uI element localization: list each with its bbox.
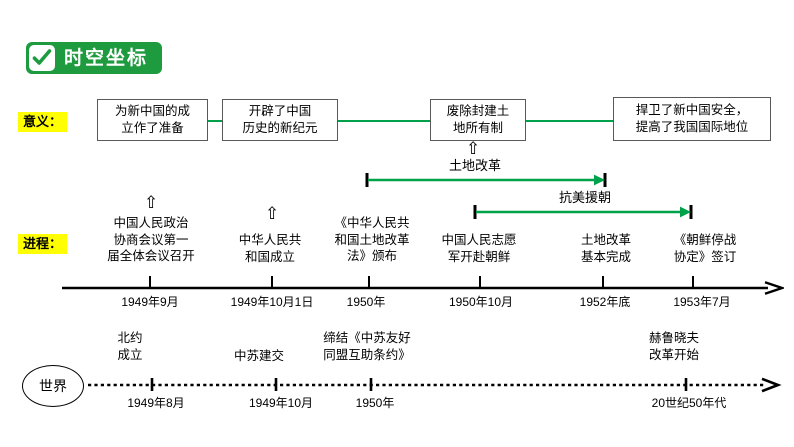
world-timeline-axis [88,375,788,395]
up-arrow-icon-prc-founding: ⇧ [265,204,280,224]
span-arrow-korean-war [470,202,702,222]
main-date-label-3: 1950年 [346,295,386,309]
world-event-caption-2: 中苏建交 [233,349,284,363]
span-label-korean-war: 抗美援朝 [558,190,611,205]
up-arrow-icon-land-reform: ⇧ [466,139,481,159]
process-event-caption-4: 中国人民志愿 军开赴朝鲜 [441,233,517,264]
world-date-label-2: 1949年10月 [248,396,314,410]
section-title-badge: 时空坐标 [26,42,163,74]
significance-box-2: 开辟了中国 历史的新纪元 [222,99,338,141]
section-title-text: 时空坐标 [64,47,149,69]
main-date-label-2: 1949年10月1日 [230,295,314,309]
span-arrow-land-reform [362,170,616,190]
significance-box-1: 为新中国的成 立作了准备 [97,99,208,141]
connector-line-3 [526,120,614,122]
world-date-label-1: 1949年8月 [127,396,185,410]
connector-line-2 [338,120,430,122]
main-date-label-5: 1952年底 [579,295,631,309]
check-icon [29,45,55,71]
world-date-label-4: 20世纪50年代 [651,396,727,410]
process-event-caption-6: 《朝鲜停战 协定》签订 [673,233,737,264]
world-event-caption-1: 北约 成立 [117,331,143,362]
row-label-process: 进程： [18,234,68,254]
significance-box-3: 废除封建土 地所有制 [430,99,526,141]
main-timeline-axis [62,274,784,296]
process-event-caption-3: 《中华人民共 和国土地改革 法》颁布 [334,216,410,263]
world-event-caption-4: 赫鲁晓夫 改革开始 [648,331,699,362]
row-label-significance: 意义： [18,112,68,132]
span-label-land-reform: 土地改革 [448,158,501,173]
process-event-caption-1: 中国人民政治 协商会议第一 届全体会议召开 [107,216,195,263]
up-arrow-icon-cppcc: ⇧ [144,193,159,213]
main-date-label-1: 1949年9月 [121,295,179,309]
world-date-label-3: 1950年 [355,396,395,410]
main-date-label-4: 1950年10月 [448,295,514,309]
world-section-label: 世界 [22,365,84,407]
world-label-text: 世界 [39,378,67,394]
significance-box-4: 捍卫了新中国安全， 提高了我国国际地位 [613,97,771,141]
connector-line-1 [208,120,224,122]
world-event-caption-3: 缔结《中苏友好 同盟互助条约》 [323,331,411,362]
main-date-label-6: 1953年7月 [673,295,731,309]
badge-shell: 时空坐标 [26,42,163,74]
process-event-caption-5: 土地改革 基本完成 [580,233,631,264]
process-event-caption-2: 中华人民共 和国成立 [238,233,302,264]
